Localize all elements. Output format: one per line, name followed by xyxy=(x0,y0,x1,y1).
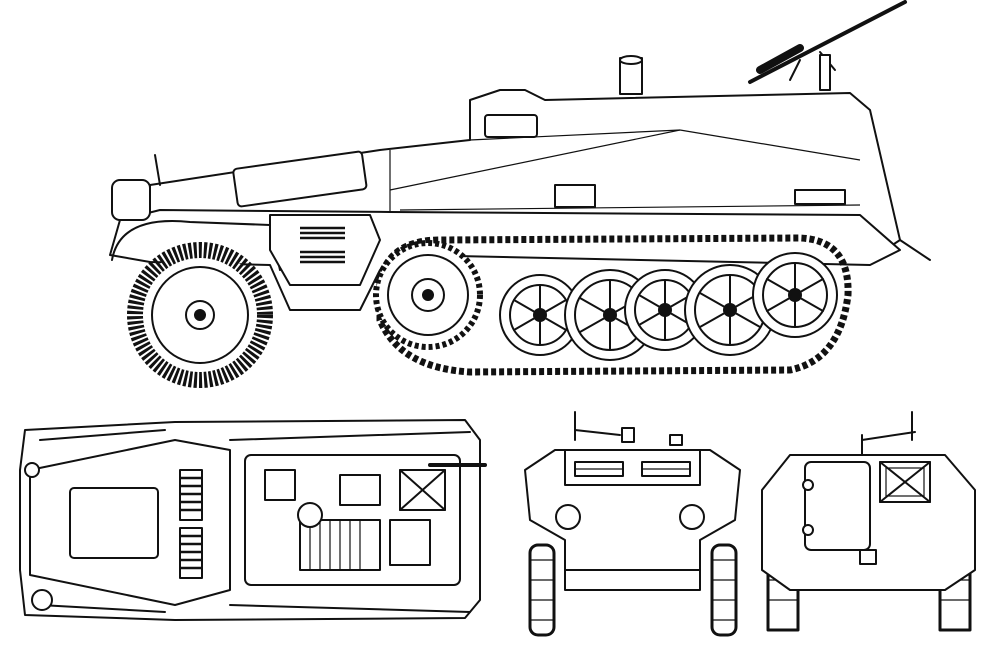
front-wheel-icon xyxy=(127,242,273,388)
track xyxy=(376,234,852,376)
top-bonnet xyxy=(29,439,231,606)
front-right-tire xyxy=(710,543,738,637)
vision-port xyxy=(484,114,538,138)
rear-body xyxy=(761,454,976,591)
side-view xyxy=(109,0,931,388)
front-fender xyxy=(111,220,281,271)
rear-door xyxy=(804,461,871,551)
crew-compartment xyxy=(244,454,461,586)
road-wheel-icon xyxy=(499,252,838,361)
front-left-tire xyxy=(528,543,556,637)
rear-right-track xyxy=(938,518,972,632)
rear-stowage-box xyxy=(879,461,931,503)
engine-vent-panel xyxy=(269,214,381,286)
top-hull-outline xyxy=(19,419,481,621)
drive-sprocket-icon xyxy=(373,240,483,350)
top-hood-hatch xyxy=(69,487,159,559)
top-vent-grille xyxy=(179,469,203,579)
front-headlight-right xyxy=(679,504,705,530)
machine-gun-icon xyxy=(748,0,907,91)
vent-grille xyxy=(300,226,345,264)
front-vision-slits xyxy=(574,461,691,477)
headlight-icon xyxy=(31,589,53,611)
rear-left-track xyxy=(766,518,800,632)
front-headlight-left xyxy=(555,504,581,530)
hood-hatch xyxy=(232,150,368,208)
front-body xyxy=(524,449,741,591)
